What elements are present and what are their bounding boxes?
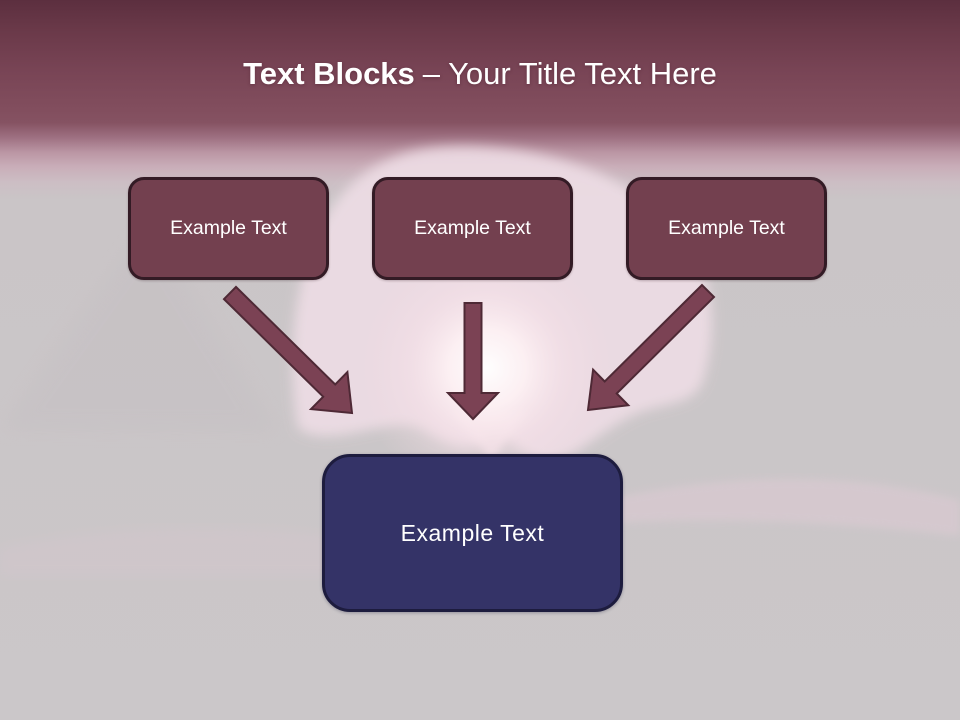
text-block-bottom-label: Example Text	[400, 519, 545, 546]
text-block-3[interactable]: Example Text	[626, 177, 827, 280]
text-block-1-label: Example Text	[170, 217, 287, 239]
slide-title: Text Blocks– Your Title Text Here	[0, 54, 960, 94]
text-block-1[interactable]: Example Text	[128, 177, 329, 280]
text-block-3-label: Example Text	[668, 217, 785, 239]
text-block-2[interactable]: Example Text	[372, 177, 573, 280]
title-regular-text: – Your Title Text Here	[422, 56, 717, 91]
left-mountain-shape	[0, 222, 278, 432]
text-block-2-label: Example Text	[414, 217, 531, 239]
text-block-bottom[interactable]: Example Text	[322, 454, 623, 612]
title-bold-text: Text Blocks	[243, 56, 415, 91]
right-ridge-shape	[548, 479, 960, 536]
